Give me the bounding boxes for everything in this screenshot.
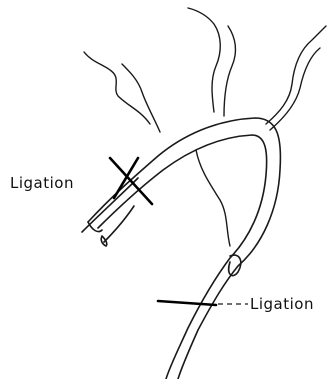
- branch-center: [188, 8, 220, 112]
- branch-left-upper-2: [122, 64, 160, 132]
- ligation-mark-upper-b: [114, 158, 138, 198]
- ligation-label-left: Ligation: [10, 174, 74, 192]
- parallel-vessel-outer: [82, 178, 138, 232]
- branch-center-2: [224, 26, 235, 116]
- ligation-mark-lower: [158, 301, 216, 305]
- parallel-vessel-inner: [104, 206, 134, 242]
- ligation-label-right: Ligation: [250, 295, 314, 313]
- arch-outer-wall: [88, 118, 280, 379]
- branch-right: [266, 26, 326, 124]
- branch-right-2: [270, 48, 320, 130]
- branch-inner: [196, 150, 230, 246]
